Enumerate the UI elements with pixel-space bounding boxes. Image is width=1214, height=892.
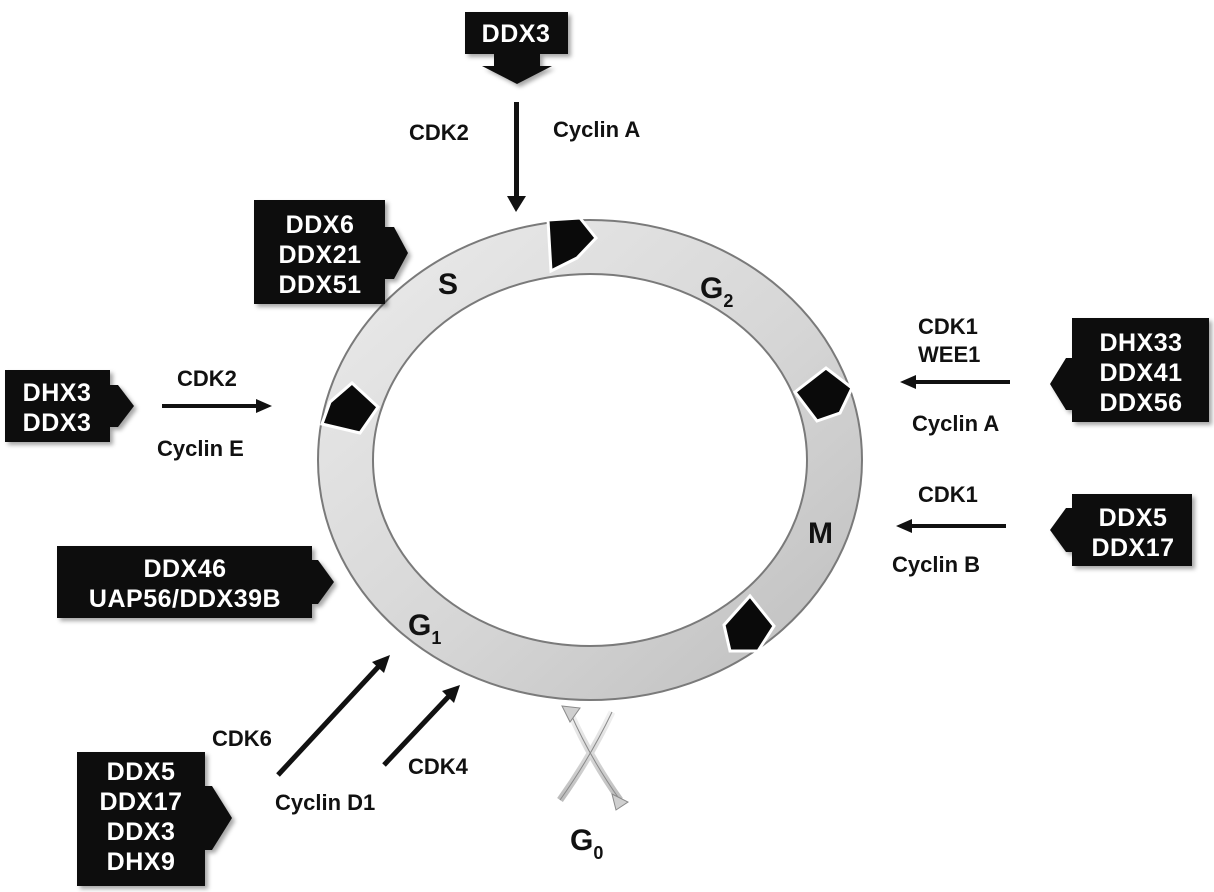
phase-s-label: S	[438, 268, 458, 301]
box-g1-item-1: DDX46	[143, 555, 226, 583]
regulator-box-g1	[57, 546, 334, 618]
label-g1s-cdk: CDK2	[177, 366, 237, 391]
marker-s-g2	[546, 216, 598, 274]
box-g2m-item-3: DDX56	[1099, 389, 1182, 417]
label-g2m-cyclin: Cyclin A	[912, 411, 999, 436]
regulator-box-top	[465, 12, 568, 84]
phase-m-label: M	[808, 517, 833, 550]
box-s-item-3: DDX51	[278, 271, 361, 299]
box-s-item-2: DDX21	[278, 241, 361, 269]
label-g1-cdk6: CDK6	[212, 726, 272, 751]
label-g2m-wee: WEE1	[918, 342, 980, 367]
label-g2m-cdk: CDK1	[918, 314, 978, 339]
g0-cross-arrows	[557, 705, 629, 811]
regulator-box-s	[254, 200, 408, 304]
regulator-box-m	[1050, 494, 1192, 566]
arrow-g1s-cdk2	[162, 399, 272, 413]
regulator-box-g2m	[1050, 318, 1209, 422]
box-g2m-item-1: DHX33	[1099, 329, 1182, 357]
transition-markers	[320, 216, 854, 653]
box-g1-lower-item-1: DDX5	[107, 758, 176, 786]
cell-cycle-ring	[317, 219, 863, 701]
phase-g0-label: G0	[570, 824, 603, 863]
box-top-item: DDX3	[482, 20, 551, 48]
box-g1-lower-item-4: DHX9	[107, 848, 176, 876]
box-m-item-1: DDX5	[1099, 504, 1168, 532]
regulator-box-g1s	[5, 370, 134, 442]
phase-g1-label: G1	[408, 609, 441, 648]
box-g1-item-2: UAP56/DDX39B	[89, 585, 281, 613]
box-g2m-item-2: DDX41	[1099, 359, 1182, 387]
label-g1-cdk4: CDK4	[408, 754, 469, 779]
box-g1s-item-1: DHX3	[23, 379, 92, 407]
arrow-g1-cdk6	[276, 655, 390, 777]
label-top-cdk: CDK2	[409, 120, 469, 145]
arrow-g1-cdk4	[382, 685, 460, 767]
arrow-top-cdk2	[507, 102, 526, 212]
label-m-cyclin: Cyclin B	[892, 552, 980, 577]
arrow-g2m-cdk1	[900, 375, 1010, 389]
box-g1-lower-item-2: DDX17	[99, 788, 182, 816]
marker-m-g1	[722, 593, 776, 653]
phase-g2-label: G2	[700, 272, 733, 311]
box-s-item-1: DDX6	[286, 211, 355, 239]
box-m-item-2: DDX17	[1091, 534, 1174, 562]
marker-g2-m	[792, 366, 854, 423]
label-g1-cyclin: Cyclin D1	[275, 790, 375, 815]
marker-g1-s	[320, 380, 380, 435]
box-g1-lower-item-3: DDX3	[107, 818, 176, 846]
box-g1s-item-2: DDX3	[23, 409, 92, 437]
regulator-box-g1-lower	[77, 752, 232, 886]
label-top-cyclin: Cyclin A	[553, 117, 640, 142]
label-g1s-cyclin: Cyclin E	[157, 436, 244, 461]
label-m-cdk: CDK1	[918, 482, 978, 507]
arrow-m-cdk1	[896, 519, 1006, 533]
